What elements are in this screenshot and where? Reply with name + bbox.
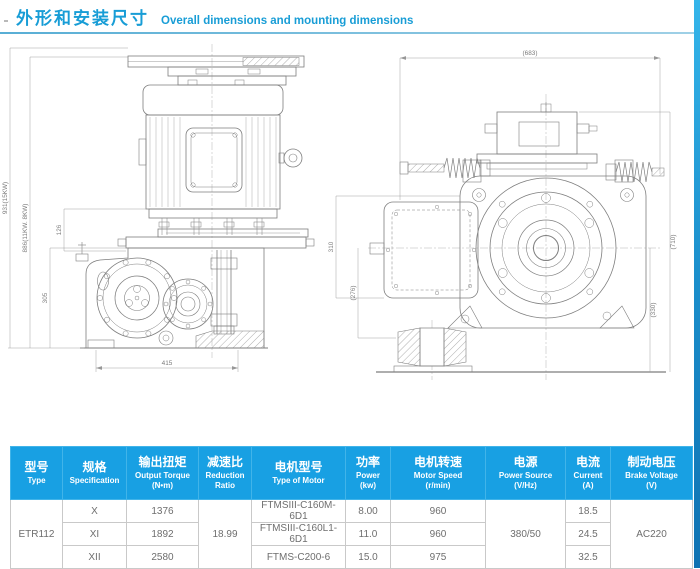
cell-current: 18.5 (565, 499, 611, 523)
dimension-label: 310 (328, 241, 335, 252)
side-view-dimensions (335, 56, 671, 372)
column-header-output-torque: 输出扭矩 Output Torque (N•m) (126, 446, 199, 500)
page-header: 外形和安装尺寸 Overall dimensions and mounting … (0, 4, 700, 34)
front-view-drawing (75, 44, 315, 358)
dimension-label: (330) (650, 303, 657, 318)
cell-torque: 2580 (126, 545, 199, 569)
cell-power: 8.00 (345, 499, 391, 523)
column-header-brake-voltage: 制动电压 Brake Voltage (V) (610, 446, 693, 500)
engineering-drawing-canvas: 931(15KW) 886(11KW. 8KW) 126 305 415 (2, 44, 677, 380)
cell-power: 11.0 (345, 522, 391, 546)
header-underline (0, 32, 694, 34)
cell-reduction-ratio: 18.99 (198, 499, 252, 569)
dimension-label: (710) (670, 235, 677, 250)
column-header-power-source: 电源 Power Source (V/Hz) (485, 446, 566, 500)
page-edge-accent (694, 0, 700, 568)
cell-current: 24.5 (565, 522, 611, 546)
column-header-specification: 规格 Specification (62, 446, 127, 500)
column-header-current: 电流 Current (A) (565, 446, 611, 500)
page-title-zh: 外形和安装尺寸 (16, 9, 149, 28)
cell-torque: 1892 (126, 522, 199, 546)
cell-current: 32.5 (565, 545, 611, 569)
cell-speed: 975 (390, 545, 486, 569)
table-row: ETR112 X 1376 18.99 FTMSIII-C160M-6D1 8.… (10, 499, 693, 569)
dimension-label: (683) (523, 50, 538, 57)
column-header-reduction-ratio: 减速比 Reduction Ratio (198, 446, 252, 500)
column-header-power: 功率 Power (kw) (345, 446, 391, 500)
dimension-label: 126 (56, 224, 63, 235)
table-row: XI 1892 FTMSIII-C160L1-6D1 11.0 960 24.5 (11, 522, 693, 546)
dimension-label: 305 (42, 292, 49, 303)
specification-table: 型号 Type 规格 Specification 输出扭矩 Output Tor… (10, 446, 693, 569)
cell-brake-voltage: AC220 (610, 499, 693, 569)
table-header-row: 型号 Type 规格 Specification 输出扭矩 Output Tor… (10, 446, 693, 500)
cell-spec: X (62, 499, 127, 523)
cell-power-source: 380/50 (485, 499, 566, 569)
dimension-label: 415 (162, 360, 173, 367)
table-row: XII 2580 FTMS-C200-6 15.0 975 32.5 (11, 545, 693, 569)
cell-spec: XI (62, 522, 127, 546)
front-view-dimensions (8, 47, 239, 372)
cell-model: ETR112 (10, 499, 63, 569)
column-header-motor-type: 电机型号 Type of Motor (251, 446, 346, 500)
cell-motor-type: FTMS-C200-6 (251, 545, 346, 569)
column-header-type: 型号 Type (10, 446, 63, 500)
dimension-drawings: 931(15KW) 886(11KW. 8KW) 126 305 415 (0, 36, 700, 449)
dimension-label: (276) (350, 286, 357, 301)
dimension-label: 931(15KW) (2, 182, 9, 214)
cell-speed: 960 (390, 499, 486, 523)
cell-motor-type: FTMSIII-C160M-6D1 (251, 499, 346, 523)
page-title-en: Overall dimensions and mounting dimensio… (161, 15, 414, 27)
side-view-drawing (368, 94, 666, 380)
cell-spec: XII (62, 545, 127, 569)
cell-torque: 1376 (126, 499, 199, 523)
cell-speed: 960 (390, 522, 486, 546)
dimension-label: 886(11KW. 8KW) (22, 204, 29, 253)
header-bullet (4, 20, 8, 22)
cell-power: 15.0 (345, 545, 391, 569)
column-header-motor-speed: 电机转速 Motor Speed (r/min) (390, 446, 486, 500)
cell-motor-type: FTMSIII-C160L1-6D1 (251, 522, 346, 546)
